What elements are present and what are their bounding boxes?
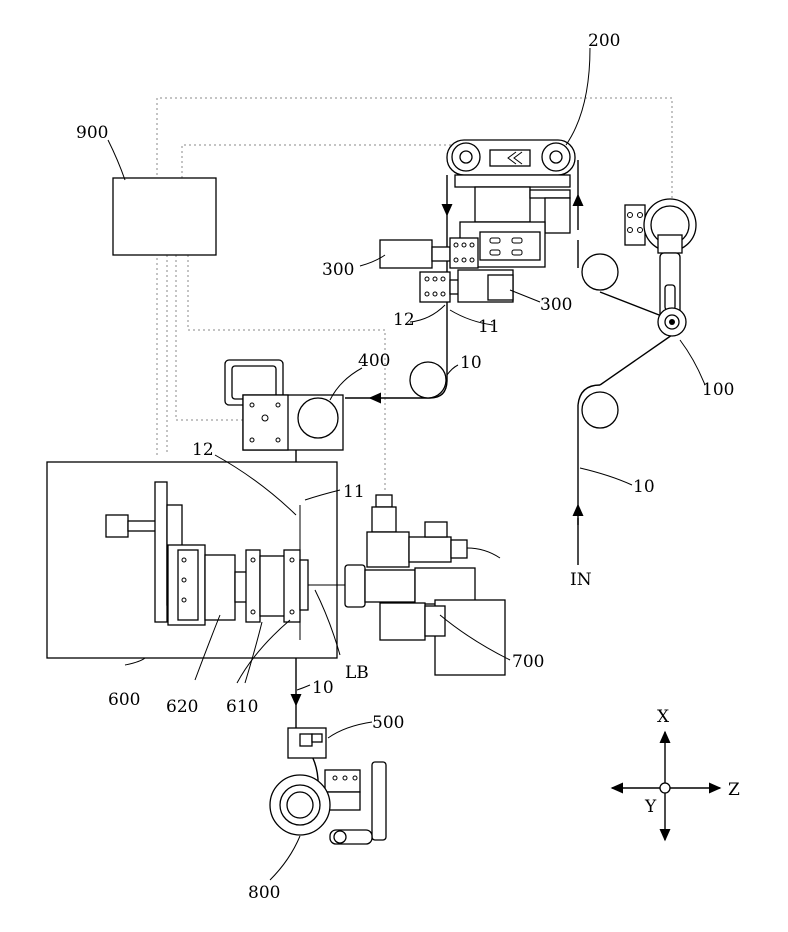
dancer-unit: [625, 199, 696, 336]
label-200: 200: [588, 31, 620, 51]
guide-unit-500: [288, 728, 326, 758]
label-620: 620: [166, 697, 198, 717]
axis-label-y: Y: [644, 797, 657, 817]
laser-unit-700: [345, 495, 505, 675]
label-10-upper: 10: [460, 353, 482, 373]
electrodes-610: [246, 550, 308, 622]
label-10-right: 10: [633, 477, 655, 497]
roller-bottom-in: [582, 392, 618, 428]
roller-left: [410, 362, 446, 398]
label-610: 610: [226, 697, 258, 717]
roller-mid-in: [582, 254, 618, 290]
label-800: 800: [248, 883, 280, 903]
straightener-upper: [380, 238, 478, 268]
label-400: 400: [358, 351, 390, 371]
label-300-upper: 300: [322, 260, 354, 280]
control-lines: [157, 98, 672, 492]
label-100: 100: [702, 380, 734, 400]
label-900: 900: [76, 123, 108, 143]
label-lb: LB: [345, 663, 369, 683]
label-700: 700: [512, 652, 544, 672]
label-in: IN: [570, 570, 592, 590]
label-12-lower: 12: [192, 440, 214, 460]
label-11-upper: 11: [478, 317, 500, 337]
axis-indicator: [612, 732, 720, 840]
label-12-upper: 12: [393, 310, 415, 330]
label-11-lower: 11: [343, 482, 365, 502]
axis-label-z: Z: [728, 780, 740, 800]
label-10-lower: 10: [312, 678, 334, 698]
straightener-lower: [420, 270, 513, 302]
tension-unit: [225, 360, 343, 450]
take-up-reel-800: [270, 762, 386, 844]
label-300-lower: 300: [540, 295, 572, 315]
axis-label-x: X: [657, 707, 670, 727]
label-500: 500: [372, 713, 404, 733]
controller-box: [113, 178, 216, 255]
label-600: 600: [108, 690, 140, 710]
